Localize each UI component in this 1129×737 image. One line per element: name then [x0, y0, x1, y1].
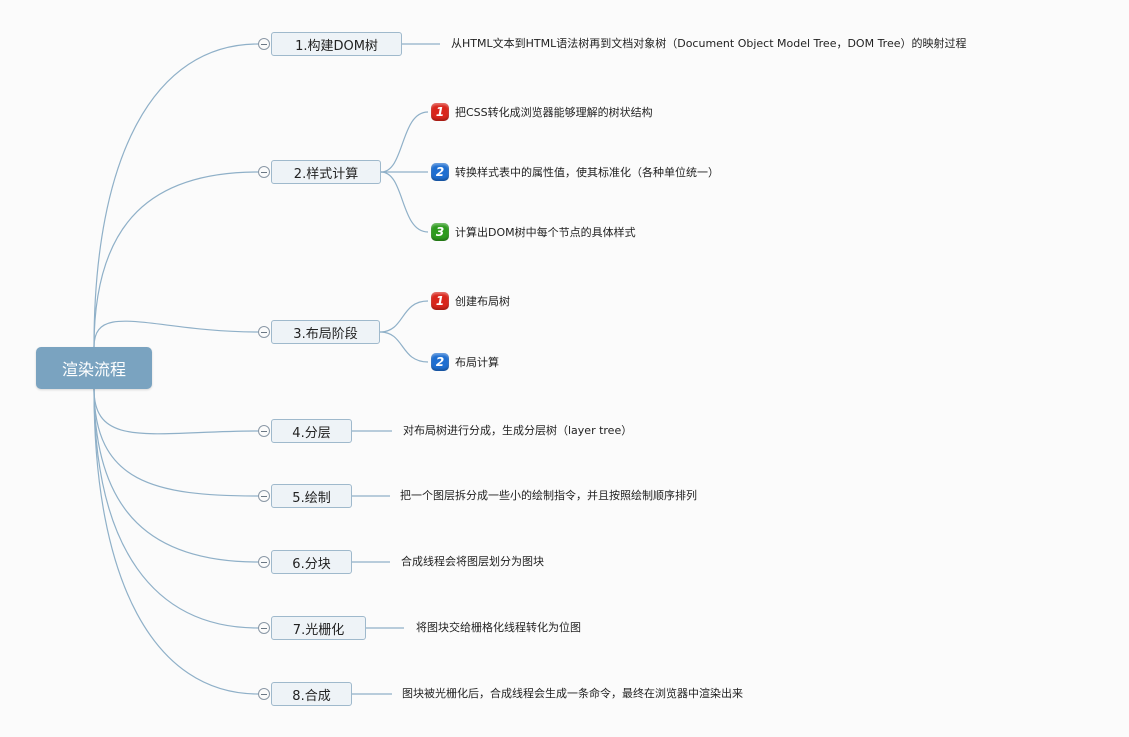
collapse-toggle-4[interactable]	[258, 425, 270, 437]
root-link-1	[93, 43, 259, 348]
subtopic-style-2[interactable]: 2 转换样式表中的属性值，使其标准化（各种单位统一）	[431, 163, 719, 181]
topic-desc-tiling: 合成线程会将图层划分为图块	[401, 555, 544, 568]
topic-build-dom[interactable]: 1.构建DOM树	[271, 32, 402, 56]
number-3-icon: 3	[431, 223, 449, 241]
collapse-toggle-3[interactable]	[258, 326, 270, 338]
subtopic-layout-2[interactable]: 2 布局计算	[431, 353, 499, 371]
topic-paint[interactable]: 5.绘制	[271, 484, 352, 508]
topic-raster[interactable]: 7.光栅化	[271, 616, 366, 640]
subtopic-label: 计算出DOM树中每个节点的具体样式	[455, 226, 636, 239]
subtopic-label: 创建布局树	[455, 295, 510, 308]
number-2-icon: 2	[431, 353, 449, 371]
style-branch-3	[380, 171, 429, 233]
topic-desc-layer: 对布局树进行分成，生成分层树（layer tree）	[403, 424, 633, 437]
root-topic-label: 渲染流程	[61, 360, 126, 379]
subtopic-label: 布局计算	[455, 356, 499, 369]
topic-desc-composite: 图块被光栅化后，合成线程会生成一条命令，最终在浏览器中渲染出来	[402, 687, 743, 700]
topic-label: 4.分层	[292, 425, 331, 441]
root-topic[interactable]: 渲染流程	[36, 347, 152, 389]
topic-label: 7.光栅化	[292, 622, 345, 638]
root-link-6	[93, 388, 259, 563]
collapse-toggle-7[interactable]	[258, 622, 270, 634]
topic-label: 5.绘制	[292, 490, 331, 506]
root-link-3	[93, 320, 259, 348]
topic-desc-paint: 把一个图层拆分成一些小的绘制指令，并且按照绘制顺序排列	[400, 489, 697, 502]
subtopic-layout-1[interactable]: 1 创建布局树	[431, 292, 510, 310]
topic-composite[interactable]: 8.合成	[271, 682, 352, 706]
layout-branch-2	[379, 331, 429, 363]
subtopic-style-3[interactable]: 3 计算出DOM树中每个节点的具体样式	[431, 223, 636, 241]
number-1-icon: 1	[431, 103, 449, 121]
topic-label: 6.分块	[292, 556, 331, 572]
subtopic-label: 转换样式表中的属性值，使其标准化（各种单位统一）	[455, 166, 719, 179]
collapse-toggle-1[interactable]	[258, 38, 270, 50]
root-link-7	[93, 388, 259, 629]
topic-style-calc[interactable]: 2.样式计算	[271, 160, 381, 184]
topic-label: 1.构建DOM树	[295, 38, 378, 54]
topic-desc-build-dom: 从HTML文本到HTML语法树再到文档对象树（Document Object M…	[451, 37, 967, 50]
root-link-5	[93, 388, 259, 497]
collapse-toggle-2[interactable]	[258, 166, 270, 178]
subtopic-label: 把CSS转化成浏览器能够理解的树状结构	[455, 106, 653, 119]
topic-tiling[interactable]: 6.分块	[271, 550, 352, 574]
style-branch-1	[380, 111, 429, 173]
topic-layer[interactable]: 4.分层	[271, 419, 352, 443]
root-link-4	[93, 388, 259, 435]
layout-branch-1	[379, 300, 429, 333]
collapse-toggle-6[interactable]	[258, 556, 270, 568]
topic-label: 3.布局阶段	[293, 326, 358, 342]
collapse-toggle-5[interactable]	[258, 490, 270, 502]
number-1-icon: 1	[431, 292, 449, 310]
topic-label: 8.合成	[292, 688, 331, 704]
subtopic-style-1[interactable]: 1 把CSS转化成浏览器能够理解的树状结构	[431, 103, 653, 121]
root-link-8	[93, 388, 259, 695]
topic-label: 2.样式计算	[293, 166, 359, 182]
number-2-icon: 2	[431, 163, 449, 181]
topic-layout[interactable]: 3.布局阶段	[271, 320, 380, 344]
collapse-toggle-8[interactable]	[258, 688, 270, 700]
topic-desc-raster: 将图块交给栅格化线程转化为位图	[416, 621, 581, 634]
root-link-2	[93, 171, 259, 348]
